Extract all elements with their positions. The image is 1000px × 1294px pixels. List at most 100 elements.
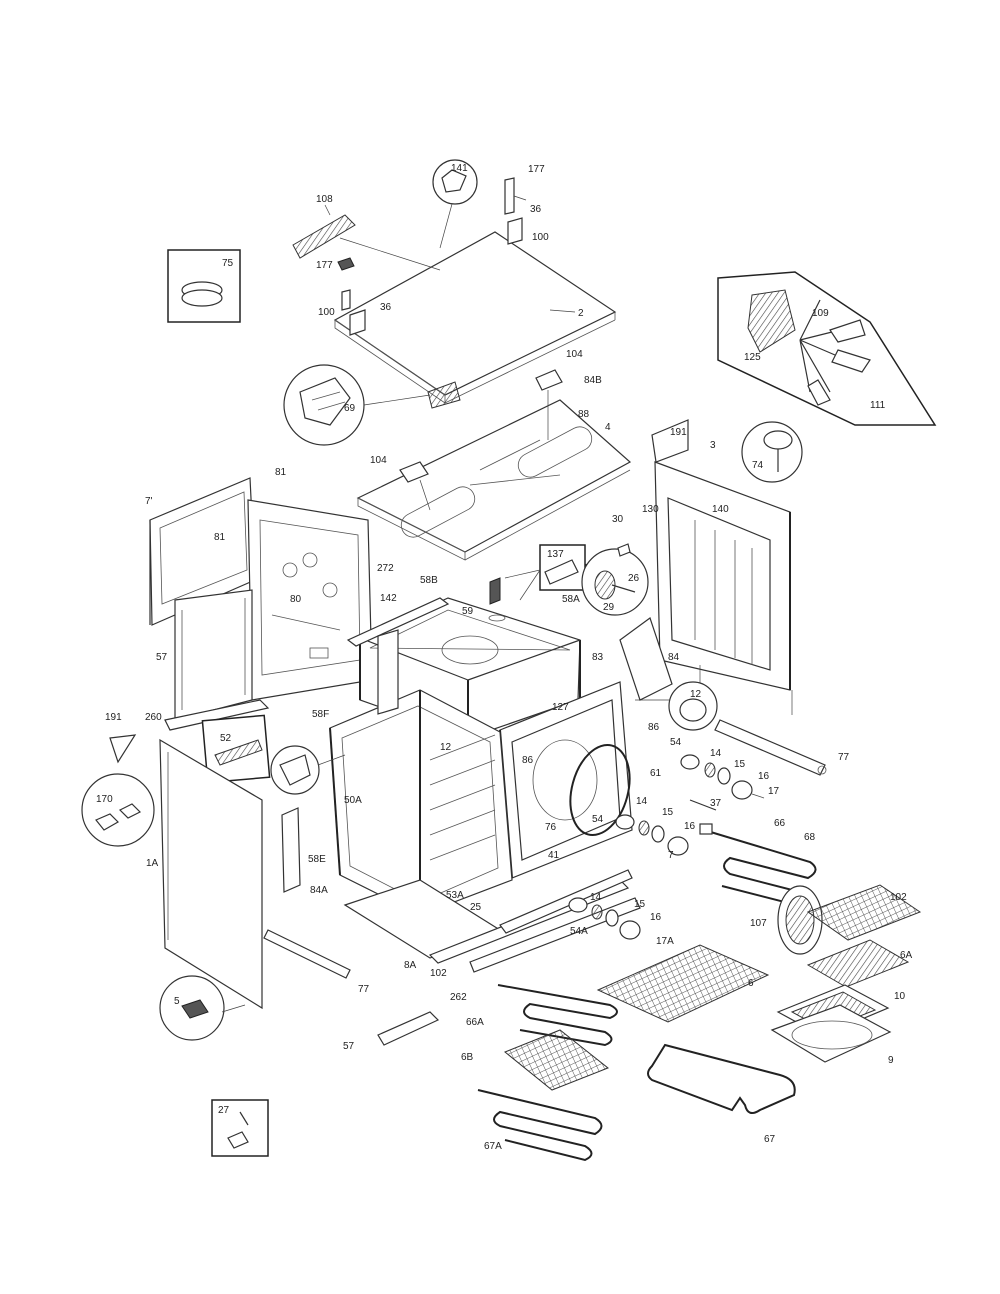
callout-circle-178: [270, 745, 346, 795]
label-54-mid: 54: [592, 814, 604, 825]
label-15-mid: 15: [662, 807, 674, 818]
callout-box-52: [201, 714, 271, 784]
callout-circle-141: [432, 159, 478, 249]
knob-assembly-middle: [615, 799, 717, 856]
label-4: 4: [605, 422, 611, 433]
element-67: [647, 1043, 796, 1115]
label-16-low: 16: [650, 912, 662, 923]
callout-circle-170: [81, 773, 155, 847]
label-17a: 17A: [656, 936, 674, 947]
label-26: 26: [628, 573, 640, 584]
label-182: 102: [890, 892, 907, 903]
label-14-top: 14: [710, 748, 722, 759]
label-77-right: 77: [838, 752, 850, 763]
bracket-104-left: [399, 461, 431, 511]
label-177-top: 177: [528, 164, 545, 175]
label-191-top: 191: [670, 427, 687, 438]
callout-box-27: [211, 1099, 269, 1157]
label-107: 107: [750, 918, 767, 929]
label-75: 75: [222, 258, 234, 269]
label-262: 262: [450, 992, 467, 1003]
label-81-mid: 81: [214, 532, 226, 543]
broiler-pan-9: [770, 1004, 892, 1063]
callout-circle-74: [741, 421, 803, 483]
clip-36-left: [337, 257, 366, 336]
label-77-left: 77: [358, 984, 370, 995]
label-16-mid: 16: [684, 821, 696, 832]
label-53a: 53A: [446, 890, 464, 901]
oven-rack-6: [596, 944, 770, 1023]
label-81-top: 81: [275, 467, 287, 478]
knob-assembly-lower: [568, 897, 641, 940]
element-67a: [477, 1089, 603, 1162]
label-84b: 84B: [584, 375, 602, 386]
label-3: 3: [710, 440, 716, 451]
label-71: 7': [145, 496, 153, 507]
label-7: 7: [668, 850, 674, 861]
label-10: 10: [894, 991, 906, 1002]
broil-element-66a: [497, 984, 618, 1047]
label-100-top: 100: [532, 232, 549, 243]
label-15-low: 15: [634, 899, 646, 910]
label-57-bottom: 57: [343, 1041, 355, 1052]
label-57-left: 57: [156, 652, 168, 663]
label-30: 30: [612, 514, 624, 525]
label-130: 130: [642, 504, 659, 515]
callout-circle-12-top: [635, 681, 718, 731]
label-84a: 84A: [310, 885, 328, 896]
side-panel-part-3: [654, 461, 793, 715]
label-74: 74: [752, 460, 764, 471]
label-61: 61: [650, 768, 662, 779]
trim-strip-84a: [281, 807, 301, 893]
label-83: 83: [592, 652, 604, 663]
knob-assembly-upper: [680, 754, 765, 800]
label-69: 69: [344, 403, 356, 414]
label-16-top: 16: [758, 771, 770, 782]
label-15-top: 15: [734, 759, 746, 770]
label-14-mid: 14: [636, 796, 648, 807]
label-41: 41: [548, 850, 560, 861]
door-gasket-161: [569, 743, 631, 837]
label-102: 102: [430, 968, 447, 979]
label-6a: 6A: [900, 950, 913, 961]
label-58b: 58B: [420, 575, 438, 586]
label-104-left: 104: [370, 455, 387, 466]
label-111: 111: [870, 400, 886, 411]
label-109: 109: [812, 308, 829, 319]
label-58f: 58F: [312, 709, 329, 720]
label-12-mid: 12: [440, 742, 452, 753]
label-66: 66: [774, 818, 786, 829]
label-50a: 50A: [344, 795, 362, 806]
callout-box-137: [504, 544, 586, 601]
callout-circle-26-29: [581, 543, 649, 616]
label-142: 142: [380, 593, 397, 604]
label-191-left: 191: [105, 712, 122, 723]
rear-panel-58b: [346, 597, 450, 715]
trim-strip-77-right: [714, 719, 827, 776]
clip-36-top: [504, 177, 527, 245]
oven-cavity-front-frame: [499, 681, 633, 879]
part-labels: 141 177 36 108 100 75 177 100 36 2 104 8…: [96, 163, 913, 1152]
label-68: 68: [804, 832, 816, 843]
bracket-191-top: [651, 419, 689, 463]
top-panel-part-2: [333, 231, 617, 404]
label-54-top: 54: [670, 737, 682, 748]
trim-57-bottom: [377, 1011, 440, 1046]
label-5: 5: [174, 996, 180, 1007]
label-80: 80: [290, 594, 302, 605]
label-17: 17: [768, 786, 780, 797]
backguard-panel: [247, 499, 373, 701]
label-137: 137: [547, 549, 564, 560]
label-58e: 58E: [308, 854, 326, 865]
label-14-low: 14: [590, 892, 602, 903]
label-86-top: 86: [648, 722, 660, 733]
label-177-left: 177: [316, 260, 333, 271]
cooktop-panel-part-4: [356, 399, 632, 561]
label-108: 108: [316, 194, 333, 205]
label-67a: 67A: [484, 1141, 502, 1152]
trim-strip-260: [164, 699, 270, 731]
label-84: 84: [668, 652, 680, 663]
label-27: 27: [218, 1105, 230, 1116]
label-86-mid: 86: [522, 755, 534, 766]
